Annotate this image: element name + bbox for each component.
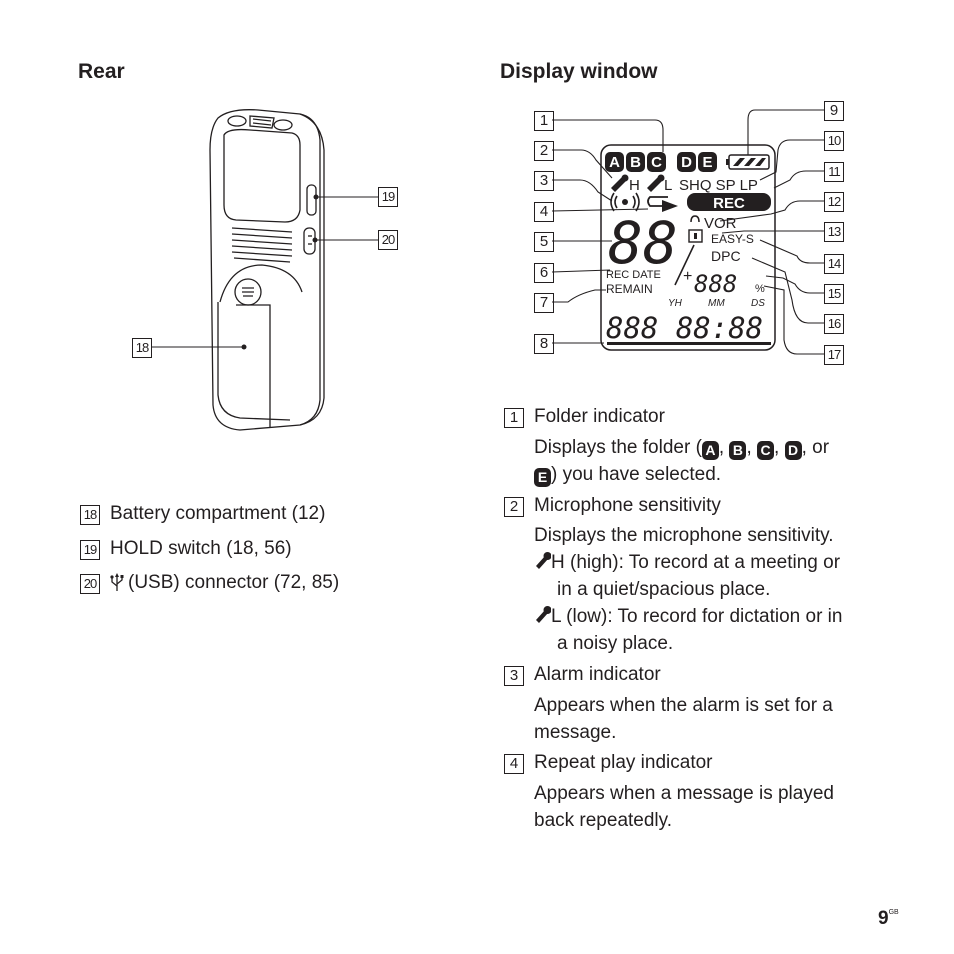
desc-repeat-body1: Appears when a message is played xyxy=(534,783,834,804)
callout-13: 13 xyxy=(824,222,844,242)
desc-num-1: 1 xyxy=(504,408,524,428)
rear-heading: Rear xyxy=(78,60,125,83)
desc-mic-high: H (high): To record at a meeting or xyxy=(551,552,841,573)
legend-battery-compartment: Battery compartment (12) xyxy=(110,503,326,524)
lcd-rec-indicator xyxy=(687,193,771,211)
callout-6: 6 xyxy=(534,263,554,283)
desc-mic-low: L (low): To record for dictation or in xyxy=(551,606,843,627)
desc-mic-low-2: a noisy place. xyxy=(557,633,674,654)
recorder-rear-illustration xyxy=(152,109,378,431)
folder-b-icon: B xyxy=(729,441,747,460)
desc-alarm-body1: Appears when the alarm is set for a xyxy=(534,695,833,716)
callout-5: 5 xyxy=(534,232,554,252)
callout-19: 19 xyxy=(378,187,398,207)
lcd-folder-d: D xyxy=(681,154,692,171)
callout-15: 15 xyxy=(824,284,844,304)
lcd-mic-h: H xyxy=(629,177,640,194)
callout-9: 9 xyxy=(824,101,844,121)
page-number: 9GB xyxy=(878,908,899,929)
lcd-display-diagram: A B C D E H L SHQ SP LP RE xyxy=(551,109,824,355)
lcd-mic-icon-h xyxy=(611,177,626,192)
legend-num-19: 19 xyxy=(80,540,100,560)
lcd-folder-icons: A B C D E xyxy=(605,152,717,172)
desc-title-alarm: Alarm indicator xyxy=(534,664,661,685)
desc-mic-body: Displays the microphone sensitivity. xyxy=(534,525,834,546)
lcd-alarm-icon xyxy=(610,192,640,212)
callout-3: 3 xyxy=(534,171,554,191)
callout-20: 20 xyxy=(378,230,398,250)
lcd-modes: SHQ SP LP xyxy=(679,177,758,194)
legend-usb-connector: (USB) connector (72, 85) xyxy=(128,572,340,593)
desc-num-3: 3 xyxy=(504,666,524,686)
desc-alarm-body2: message. xyxy=(534,722,617,743)
lcd-folder-e: E xyxy=(702,154,712,171)
lcd-big-digits: 88 xyxy=(608,209,678,277)
desc-mic-high-2: in a quiet/spacious place. xyxy=(557,579,771,600)
desc-folder-line1: Displays the folder (A, B, C, D, or xyxy=(534,437,830,460)
lcd-plus: + xyxy=(683,268,692,285)
lcd-rec-date: REC DATE xyxy=(606,269,661,281)
mic-icon xyxy=(536,552,551,569)
lcd-folder-b: B xyxy=(630,154,641,171)
lcd-mm: MM xyxy=(708,298,725,309)
mic-icon xyxy=(536,606,551,623)
callout-16: 16 xyxy=(824,314,844,334)
display-heading: Display window xyxy=(500,60,658,83)
desc-title-folder: Folder indicator xyxy=(534,406,665,427)
lcd-bottom-bar xyxy=(607,342,771,345)
callout-7: 7 xyxy=(534,293,554,313)
callout-18: 18 xyxy=(132,338,152,358)
desc-num-2: 2 xyxy=(504,497,524,517)
desc-folder-line2: E) you have selected. xyxy=(534,461,721,488)
lcd-clock-digits: 888 88:88 xyxy=(606,311,763,345)
callout-4: 4 xyxy=(534,202,554,222)
callout-14: 14 xyxy=(824,254,844,274)
callout-8: 8 xyxy=(534,334,554,354)
folder-e-icon: E xyxy=(534,468,551,487)
lcd-folder-c: C xyxy=(651,154,662,171)
lcd-yh: YH xyxy=(668,298,683,309)
lcd-repeat-icon xyxy=(647,196,678,212)
lcd-small-digits: 888 xyxy=(694,270,737,298)
lcd-rec-text: REC xyxy=(713,195,745,212)
lcd-mic-icon-l xyxy=(647,177,662,192)
usb-icon xyxy=(110,573,124,591)
legend-hold-switch: HOLD switch (18, 56) xyxy=(110,538,292,559)
desc-title-mic: Microphone sensitivity xyxy=(534,495,721,516)
lcd-dpc: DPC xyxy=(711,248,741,264)
lcd-mic-l: L xyxy=(664,177,672,194)
lcd-vor: VOR xyxy=(704,215,737,232)
lcd-remain: REMAIN xyxy=(606,282,653,296)
callout-17: 17 xyxy=(824,345,844,365)
lcd-lock-top xyxy=(690,215,700,223)
desc-num-4: 4 xyxy=(504,754,524,774)
folder-c-icon: C xyxy=(757,441,775,460)
lcd-ds: DS xyxy=(751,298,765,309)
callout-11: 11 xyxy=(824,162,844,182)
desc-repeat-body2: back repeatedly. xyxy=(534,810,673,831)
folder-a-icon: A xyxy=(701,441,719,460)
callout-12: 12 xyxy=(824,192,844,212)
lcd-lock-icon xyxy=(688,229,703,243)
folder-d-icon: D xyxy=(784,441,802,460)
callout-1: 1 xyxy=(534,111,554,131)
callout-10: 10 xyxy=(824,131,844,151)
callout-2: 2 xyxy=(534,141,554,161)
desc-title-repeat: Repeat play indicator xyxy=(534,752,713,773)
lcd-folder-a: A xyxy=(609,154,620,171)
legend-num-18: 18 xyxy=(80,505,100,525)
legend-num-20: 20 xyxy=(80,574,100,594)
lcd-percent: % xyxy=(755,283,765,295)
lcd-battery-icon xyxy=(726,154,770,170)
lcd-easy-s: EASY-S xyxy=(711,232,754,246)
